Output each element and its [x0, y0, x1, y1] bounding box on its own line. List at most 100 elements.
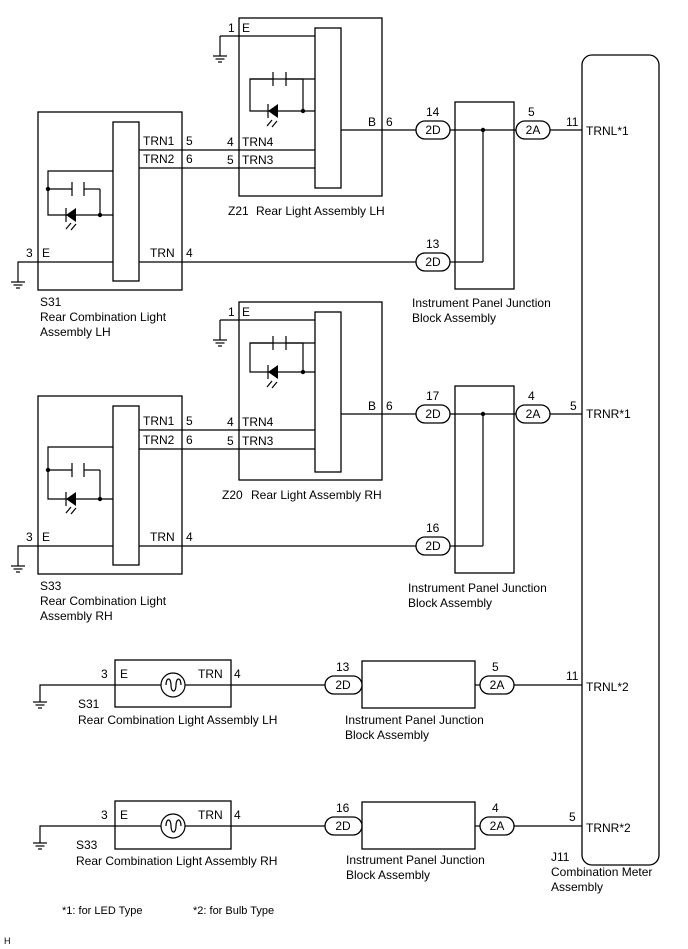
ipjb1-in2-pin: 13 [426, 237, 440, 251]
ground-symbol-icon [33, 842, 47, 850]
s33-bulb-trn-pin: 4 [234, 808, 241, 822]
j11-pin-trnl1: 11 [566, 115, 579, 129]
s33-led-rear-combination-light: TRN1 TRN2 TRN E 3 S33 Rear Combination L… [11, 395, 183, 623]
j11-name-line1: Combination Meter [551, 865, 652, 879]
j11-combination-meter-box [581, 54, 660, 866]
z21-trn3-pin: 5 [227, 153, 234, 167]
s31-bulb-name: Rear Combination Light Assembly LH [78, 713, 277, 727]
z20-code: Z20 [222, 488, 243, 502]
ipjb4-out-pin: 4 [492, 801, 499, 815]
ipjb1-in2-conn: 2D [425, 255, 441, 269]
ipjb3-connector-2d [324, 675, 363, 695]
ipjb2-in2-conn: 2D [425, 539, 441, 553]
j11-pin-trnr2: 5 [569, 810, 576, 824]
s33-bulb-box [114, 800, 232, 850]
j11-name-line2: Assembly [551, 880, 603, 894]
instrument-panel-junction-block-1: 2D 14 2A 5 11 4 2D 13 Instrument Panel J… [182, 101, 582, 325]
ground-symbol-icon [213, 339, 227, 347]
s33-led-trn-pin: 4 [186, 530, 193, 544]
ground-symbol-icon [213, 55, 227, 63]
led-icon [266, 365, 278, 389]
ipjb2-in1-pin: 17 [426, 389, 440, 403]
ipjb1-box [454, 101, 515, 290]
z20-e-label: E [242, 305, 250, 319]
ipjb2-name-line2: Block Assembly [408, 596, 492, 610]
z21-e-label: E [242, 21, 250, 35]
z20-box [238, 301, 383, 481]
s31-led-rear-combination-light: TRN1 TRN2 TRN E 3 S31 Rear Combination L… [11, 111, 183, 339]
s31-led-name-line2: Assembly LH [40, 325, 111, 339]
z20-trn4-pin: 4 [227, 415, 234, 429]
ipjb3-in-conn: 2D [335, 678, 351, 692]
z20-trn3-pin: 5 [227, 434, 234, 448]
capacitor-icon [71, 182, 85, 196]
z20-name: Rear Light Assembly RH [251, 488, 382, 502]
s31-bulb-rear-combination-light: E 3 TRN 4 S31 Rear Combination Light Ass… [33, 659, 277, 727]
instrument-panel-junction-block-2: 2D 17 2A 4 5 4 2D 16 Instrument Panel Ju… [182, 385, 582, 610]
ipjb4-name-line1: Instrument Panel Junction [346, 853, 485, 867]
note-led-type: *1: for LED Type [62, 905, 143, 917]
ipjb2-in2-pin: 16 [426, 521, 440, 535]
s31-led-trn-label: TRN [150, 246, 175, 260]
z21-module-block [314, 27, 342, 189]
z21-name: Rear Light Assembly LH [256, 204, 385, 218]
s31-led-trn1-label: TRN1 [143, 134, 175, 148]
z21-e-pin: 1 [228, 21, 235, 35]
s33-led-trn2-label: TRN2 [143, 433, 175, 447]
ipjb1-name-line2: Block Assembly [412, 311, 496, 325]
ipjb3-name-line2: Block Assembly [345, 728, 429, 742]
ipjb2-out-conn: 2A [526, 407, 541, 421]
s33-bulb-e-pin: 3 [101, 808, 108, 822]
s31-led-trn-pin: 4 [186, 246, 193, 260]
ipjb4-box [361, 801, 476, 850]
s31-bulb-e-label: E [120, 667, 128, 681]
ipjb4-connector-2d [324, 816, 363, 836]
ipjb4-in-conn: 2D [335, 819, 351, 833]
corner-mark: H [4, 936, 11, 946]
s33-bulb-name: Rear Combination Light Assembly RH [76, 854, 277, 868]
ipjb4-name-line2: Block Assembly [346, 868, 430, 882]
ipjb4-in-pin: 16 [336, 801, 350, 815]
z20-b-pin: 6 [386, 399, 393, 413]
z21-rear-light-assembly: 1 E 4 TRN4 5 TRN3 B 6 Z21 Rear Light Ass… [213, 17, 393, 218]
ground-symbol-icon [33, 701, 47, 709]
z20-module-block [314, 311, 342, 473]
bulb-icon [160, 672, 186, 698]
s31-bulb-code: S31 [78, 697, 100, 711]
ipjb3-out-conn: 2A [490, 678, 505, 692]
instrument-panel-junction-block-3: 2D 13 2A 5 11 Instrument Panel Junction … [231, 660, 582, 742]
z21-trn3-label: TRN3 [242, 153, 274, 167]
s33-bulb-rear-combination-light: E 3 TRN 4 S33 Rear Combination Light Ass… [33, 800, 277, 868]
ipjb3-box [361, 660, 476, 709]
led-icon [266, 104, 278, 128]
ipjb3-name-line1: Instrument Panel Junction [345, 713, 484, 727]
instrument-panel-junction-block-4: 2D 16 2A 4 5 Instrument Panel Junction B… [231, 801, 582, 882]
ipjb2-name-line1: Instrument Panel Junction [408, 581, 547, 595]
capacitor-icon [272, 72, 287, 86]
s33-led-e-label: E [42, 530, 50, 544]
ground-symbol-icon [11, 281, 25, 289]
z21-box [238, 17, 383, 197]
ipjb2-box [454, 385, 515, 574]
s33-bulb-e-label: E [120, 808, 128, 822]
s33-led-name-line1: Rear Combination Light [40, 594, 167, 608]
led-icon [65, 492, 77, 515]
ipjb1-name-line1: Instrument Panel Junction [412, 296, 551, 310]
z21-trn4-label: TRN4 [242, 135, 274, 149]
s31-led-trn2-pin: 6 [186, 152, 193, 166]
s33-led-trn2-pin: 6 [186, 433, 193, 447]
j11-pin-trnr1: 5 [570, 399, 577, 413]
ipjb1-in1-pin: 14 [426, 105, 440, 119]
s33-led-name-line2: Assembly RH [40, 609, 113, 623]
s31-led-trn1-pin: 5 [186, 134, 193, 148]
ipjb2-out-pin: 4 [528, 389, 535, 403]
z21-b-label: B [368, 115, 376, 129]
j11-pin-label-trnl1: TRNL*1 [586, 124, 629, 138]
note-bulb-type: *2: for Bulb Type [193, 905, 274, 917]
ipjb1-in1-conn: 2D [425, 123, 441, 137]
s31-led-e-pin: 3 [26, 246, 33, 260]
s31-led-trn2-label: TRN2 [143, 152, 175, 166]
s33-led-trn1-label: TRN1 [143, 414, 175, 428]
s33-led-e-pin: 3 [26, 530, 33, 544]
